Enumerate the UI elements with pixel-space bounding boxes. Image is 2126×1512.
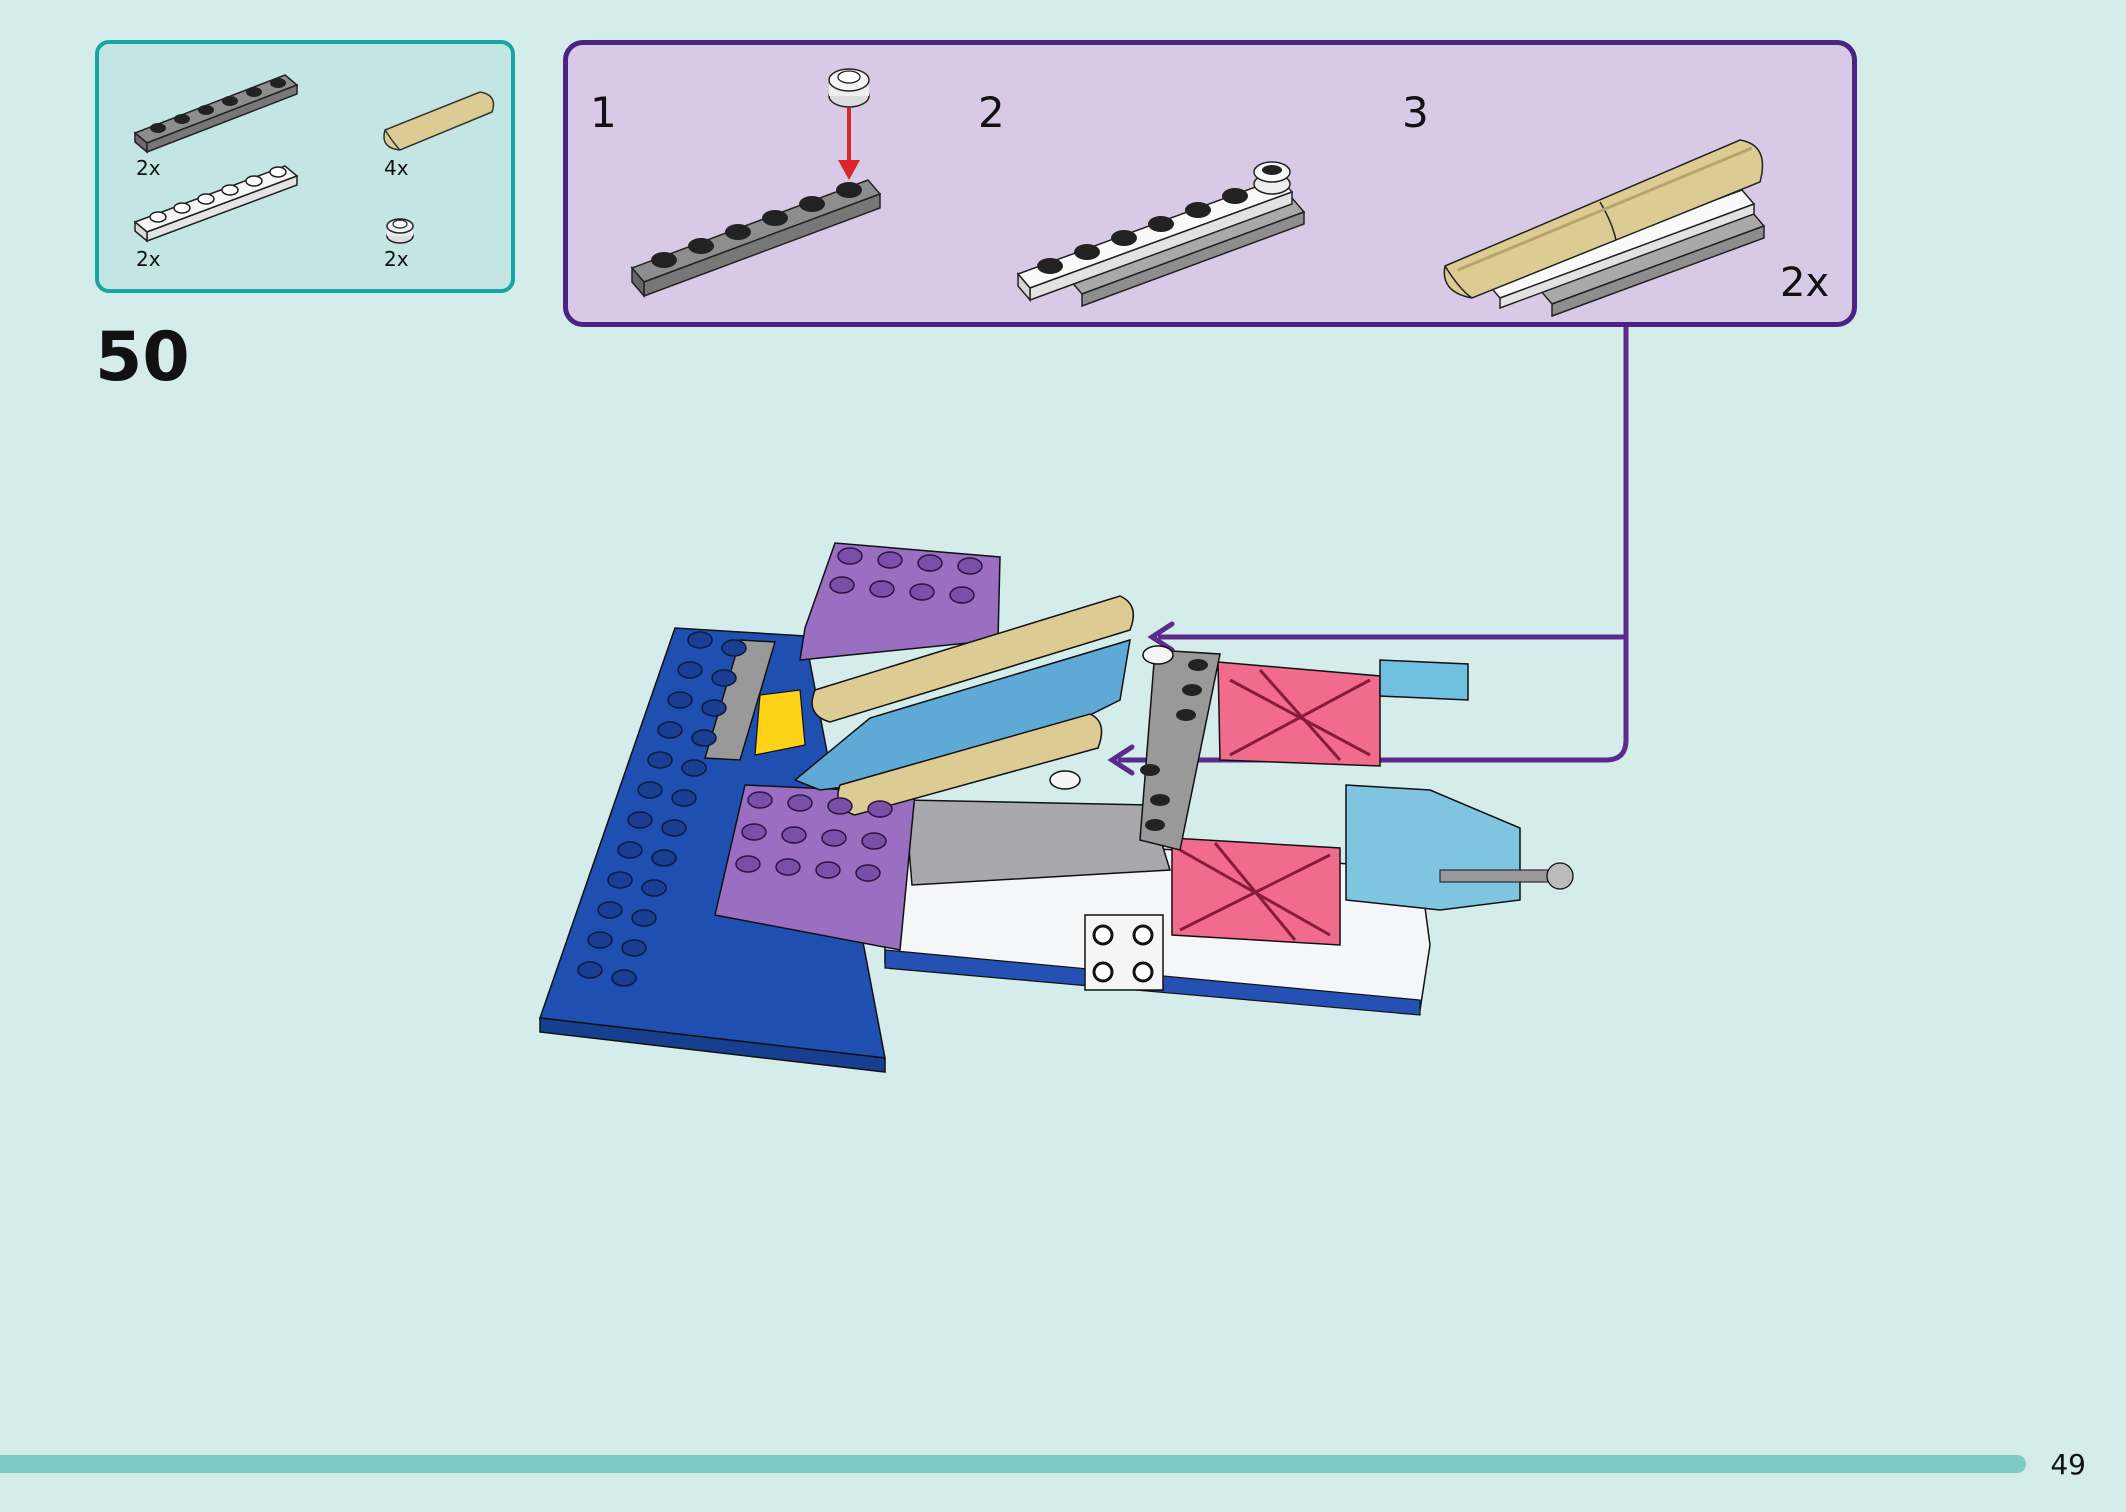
part-plate-white bbox=[133, 165, 299, 243]
main-model-illustration bbox=[538, 542, 1574, 1073]
part-qty-dark-plate: 2x bbox=[136, 156, 161, 180]
substep-1-label: 1 bbox=[590, 88, 617, 137]
round-plate-icon bbox=[828, 68, 870, 108]
step-number: 50 bbox=[95, 318, 190, 397]
callout-connector bbox=[1118, 327, 1629, 763]
substep-multiplier: 2x bbox=[1780, 260, 1830, 306]
arrow-head-icon bbox=[1107, 621, 1175, 776]
part-qty-tan-tile: 4x bbox=[384, 156, 409, 180]
substep-2-illustration bbox=[1016, 161, 1306, 308]
parts-list-box bbox=[95, 40, 515, 293]
substep-3-label: 3 bbox=[1402, 88, 1429, 137]
part-tile-curved-tan bbox=[383, 91, 495, 151]
part-round-plate-white bbox=[386, 218, 414, 244]
page-number: 49 bbox=[2050, 1448, 2086, 1481]
part-qty-round-plate: 2x bbox=[384, 247, 409, 271]
substep-3-illustration bbox=[1443, 139, 1766, 318]
substep-2-label: 2 bbox=[978, 88, 1005, 137]
part-qty-white-plate: 2x bbox=[136, 247, 161, 271]
substep-1-illustration bbox=[630, 68, 882, 299]
part-plate-dark-gray bbox=[133, 74, 299, 154]
page-progress-bar bbox=[0, 1455, 2026, 1473]
